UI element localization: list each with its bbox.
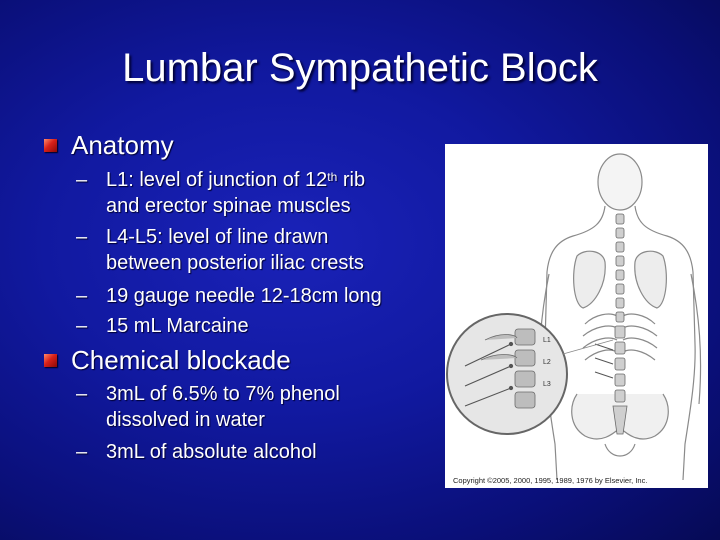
bullet-square-icon <box>44 354 57 367</box>
item-text: between posterior iliac crests <box>106 252 364 274</box>
item-text: rib <box>337 169 366 191</box>
item-text: dissolved in water <box>106 409 265 431</box>
item-text: L4-L5: level of line drawn <box>106 226 329 248</box>
section-heading: Chemical blockade <box>71 345 291 375</box>
vertebra-label: L1 <box>543 337 551 344</box>
vertebra-label: L3 <box>543 381 551 388</box>
dash-bullet: – <box>76 315 88 337</box>
item-text: L1: level of junction of 12 <box>106 169 328 191</box>
item-text: 19 gauge needle 12-18cm long <box>106 285 382 307</box>
item-text: and erector spinae muscles <box>106 195 351 217</box>
section-heading: Anatomy <box>71 130 174 160</box>
bullet-square-icon <box>44 139 57 152</box>
item-text: 15 mL Marcaine <box>106 315 249 337</box>
dash-bullet: – <box>76 383 88 405</box>
dash-bullet: – <box>76 169 88 191</box>
vertebra-label: L2 <box>543 359 551 366</box>
anatomy-illustration: L1 L2 L3 Copyright ©2005, 2000, 1995, 19… <box>445 144 708 488</box>
back-anatomy-drawing: L1 L2 L3 <box>446 153 702 481</box>
item-text: 3mL of 6.5% to 7% phenol <box>106 383 340 405</box>
dash-bullet: – <box>76 226 88 248</box>
item-text: 3mL of absolute alcohol <box>106 441 317 463</box>
dash-bullet: – <box>76 285 88 307</box>
superscript: th <box>327 170 338 184</box>
copyright-text: Copyright ©2005, 2000, 1995, 1989, 1976 … <box>453 476 648 485</box>
slide-title: Lumbar Sympathetic Block <box>122 46 598 90</box>
dash-bullet: – <box>76 441 88 463</box>
